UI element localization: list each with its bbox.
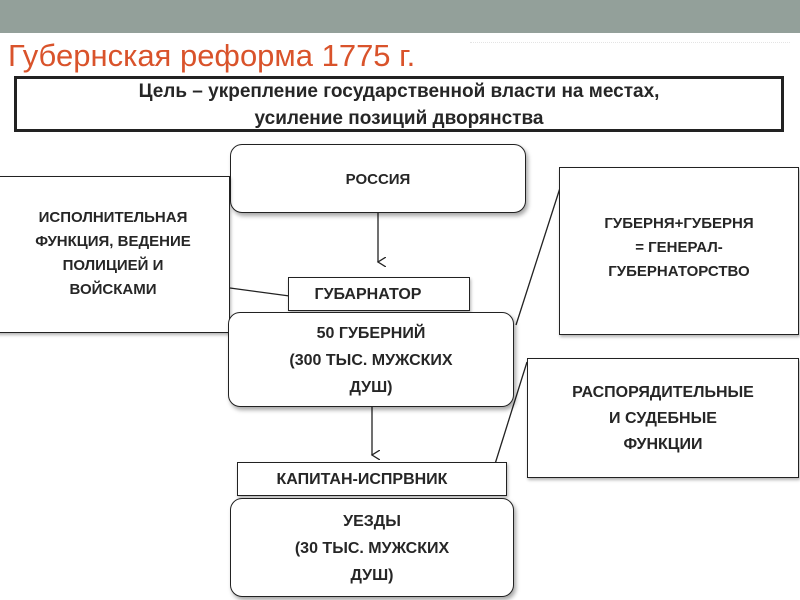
executive-function-text: ИСПОЛНИТЕЛЬНАЯ ФУНКЦИЯ, ВЕДЕНИЕ ПОЛИЦИЕЙ… <box>0 206 226 302</box>
provinces-line-3: ДУШ) <box>349 379 393 396</box>
goal-line-2: усиление позиций дворянства <box>254 108 544 129</box>
goal-line-1: Цель – укрепление государственной власти… <box>138 81 660 102</box>
districts-line-2: (30 ТЫС. МУЖСКИХ <box>294 540 450 557</box>
governor-general-box <box>559 167 799 335</box>
provinces-line-2: (300 ТЫС. МУЖСКИХ <box>289 352 453 369</box>
slide-title: Губернская реформа 1775 г. <box>8 38 416 73</box>
governor-general-line-3: ГУБЕРНАТОРСТВО <box>608 263 750 280</box>
link-administrative <box>489 361 528 481</box>
districts-line-3: ДУШ) <box>350 567 394 584</box>
executive-line-2: ФУНКЦИЯ, ВЕДЕНИЕ <box>35 233 191 250</box>
provinces-text: 50 ГУБЕРНИЙ (300 ТЫС. МУЖСКИХ ДУШ) <box>228 320 514 401</box>
districts-text: УЕЗДЫ (30 ТЫС. МУЖСКИХ ДУШ) <box>230 508 514 589</box>
governor-box <box>288 277 470 311</box>
link-executive-to-governor <box>229 287 298 298</box>
administrative-line-3: ФУНКЦИИ <box>623 436 703 453</box>
captain-label: КАПИТАН-ИСПРВНИК <box>276 471 448 488</box>
districts-box <box>230 498 514 597</box>
russia-label: РОССИЯ <box>345 171 411 188</box>
governor-general-line-1: ГУБЕРНЯ+ГУБЕРНЯ <box>604 215 754 232</box>
goal-text: Цель – укрепление государственной власти… <box>14 78 784 138</box>
governor-general-text: ГУБЕРНЯ+ГУБЕРНЯ = ГЕНЕРАЛ- ГУБЕРНАТОРСТВ… <box>559 212 799 284</box>
link-governor-general <box>515 187 561 326</box>
provinces-box <box>228 312 514 407</box>
captain-box <box>237 462 507 496</box>
executive-line-4: ВОЙСКАМИ <box>69 281 157 298</box>
executive-line-3: ПОЛИЦИЕЙ И <box>62 257 164 274</box>
executive-function-box <box>0 176 230 333</box>
title-divider <box>470 42 790 43</box>
administrative-line-1: РАСПОРЯДИТЕЛЬНЫЕ <box>572 384 754 401</box>
executive-line-1: ИСПОЛНИТЕЛЬНАЯ <box>38 209 188 226</box>
administrative-functions-box <box>527 358 799 478</box>
goal-box <box>14 76 784 132</box>
administrative-line-2: И СУДЕБНЫЕ <box>609 410 717 427</box>
russia-box <box>230 144 526 213</box>
governor-general-line-2: = ГЕНЕРАЛ- <box>635 239 723 256</box>
top-banner <box>0 0 800 33</box>
provinces-line-1: 50 ГУБЕРНИЙ <box>316 325 426 342</box>
administrative-functions-text: РАСПОРЯДИТЕЛЬНЫЕ И СУДЕБНЫЕ ФУНКЦИИ <box>527 380 799 458</box>
governor-label: ГУБАРНАТОР <box>314 286 422 303</box>
districts-line-1: УЕЗДЫ <box>343 513 401 530</box>
